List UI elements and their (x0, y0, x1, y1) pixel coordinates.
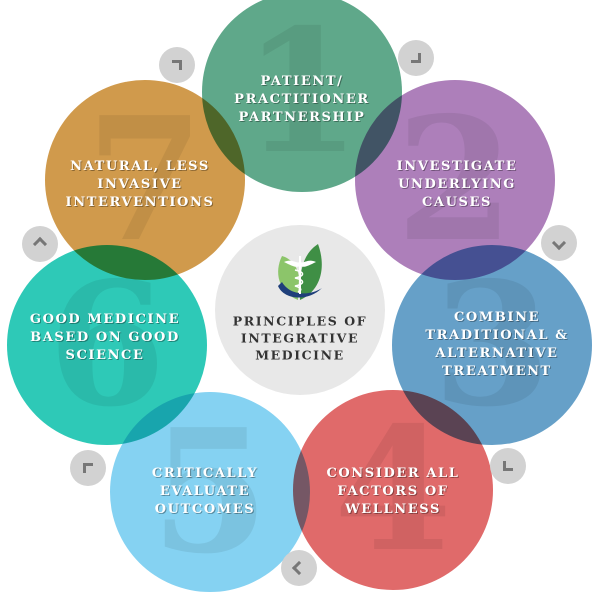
center-circle (215, 225, 385, 395)
chevron-arrow-icon (22, 226, 58, 262)
chevron-arrow-icon (281, 550, 317, 586)
principle-number-1: 1 (242, 0, 362, 192)
center-title-line-2: INTEGRATIVE (240, 330, 360, 346)
center-title: PRINCIPLES OF INTEGRATIVE MEDICINE (215, 313, 385, 364)
principle-number-6: 6 (47, 245, 167, 445)
principle-number-2: 2 (395, 80, 515, 280)
chevron-arrow-icon (541, 225, 577, 261)
chevron-arrow-icon (70, 450, 106, 486)
principle-circle-3: 3 (392, 245, 592, 445)
principle-number-5: 5 (150, 392, 270, 592)
chevron-arrow-icon (490, 448, 526, 484)
center-title-line-1: PRINCIPLES OF (232, 313, 368, 329)
principle-circle-5: 5 (110, 392, 310, 592)
center-title-line-3: MEDICINE (255, 347, 345, 363)
chevron-arrow-icon (398, 40, 434, 76)
principle-number-3: 3 (432, 245, 552, 445)
chevron-arrow-icon (159, 47, 195, 83)
principle-number-7: 7 (85, 80, 205, 280)
principle-number-4: 4 (333, 390, 453, 590)
caduceus-leaf-icon (278, 244, 322, 300)
principle-circle-1: 1 (202, 0, 402, 192)
principle-circle-4: 4 (293, 390, 493, 590)
